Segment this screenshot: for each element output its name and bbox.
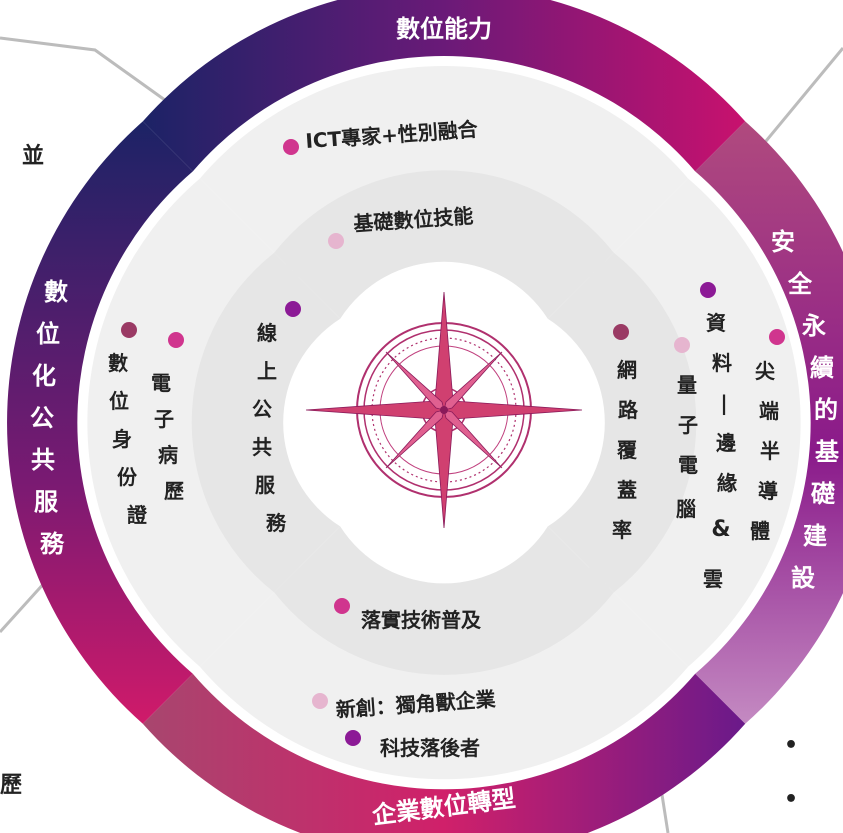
svg-text:歷: 歷 — [164, 479, 184, 503]
edge-bullet-2: • — [784, 787, 798, 812]
ring-label-left: 數 位 化 公 共 服 務 — [30, 278, 68, 558]
svg-text:位: 位 — [109, 389, 129, 413]
inner-ring-left — [191, 252, 341, 593]
svg-text:務: 務 — [40, 530, 65, 558]
svg-text:服: 服 — [255, 473, 276, 497]
dot-purple — [700, 282, 716, 298]
svg-text:病: 病 — [158, 443, 178, 467]
svg-text:雲: 雲 — [703, 567, 723, 591]
svg-text:公: 公 — [30, 404, 54, 432]
svg-text:邊: 邊 — [716, 431, 737, 455]
outer-ring — [7, 0, 843, 833]
svg-text:續: 續 — [810, 354, 834, 382]
svg-text:共: 共 — [252, 435, 272, 459]
svg-text:份: 份 — [117, 465, 138, 489]
svg-text:永: 永 — [802, 312, 826, 340]
edge-text-left-top: 並 — [22, 143, 44, 169]
svg-text:緣: 緣 — [717, 471, 737, 495]
dot-maroon — [121, 322, 137, 338]
outer-ring-top — [142, 0, 746, 172]
svg-text:子: 子 — [154, 407, 174, 431]
svg-text:的: 的 — [814, 396, 838, 424]
svg-text:覆: 覆 — [616, 438, 638, 462]
dot-pink — [769, 329, 785, 345]
svg-text:尖: 尖 — [755, 359, 775, 383]
svg-text:數: 數 — [108, 351, 128, 375]
leader-line-top-left — [0, 36, 191, 120]
svg-text:化: 化 — [32, 362, 56, 390]
svg-text:子: 子 — [678, 413, 698, 437]
svg-text:證: 證 — [127, 503, 148, 527]
middle-left-column-1: 電 子 病 歷 — [151, 332, 184, 503]
middle-right-column-2: 資 料 | 邊 緣 & 雲 — [700, 282, 737, 591]
svg-text:建: 建 — [803, 522, 827, 550]
svg-text:礎: 礎 — [811, 480, 835, 508]
svg-text:蓋: 蓋 — [617, 478, 637, 502]
svg-text:設: 設 — [791, 564, 816, 592]
svg-text:科技落後者: 科技落後者 — [380, 736, 480, 760]
inner-ring-top — [274, 170, 614, 319]
edge-bullet-1: • — [784, 733, 798, 758]
svg-text:&: & — [711, 517, 730, 542]
svg-text:腦: 腦 — [676, 497, 696, 521]
svg-text:資: 資 — [706, 311, 726, 335]
dot-pink — [283, 139, 299, 155]
inner-bottom-item: 落實技術普及 — [334, 598, 482, 632]
compass-rose-icon — [305, 291, 583, 529]
ring-label-top: 數位能力 — [396, 15, 492, 43]
leader-line-top-right — [750, 47, 843, 159]
svg-text:網: 網 — [617, 358, 637, 382]
outer-ring-left — [7, 121, 193, 724]
ring-label-right: 安 全 永 續 的 基 礎 建 設 — [771, 228, 840, 592]
svg-text:上: 上 — [257, 359, 277, 383]
middle-bottom-item-2: 科技落後者 — [345, 730, 480, 760]
dot-maroon — [613, 324, 629, 340]
svg-text:半: 半 — [760, 439, 780, 463]
svg-text:服: 服 — [34, 488, 59, 516]
svg-text:端: 端 — [759, 399, 779, 423]
svg-text:基: 基 — [815, 438, 840, 466]
svg-text:落實技術普及: 落實技術普及 — [361, 608, 482, 632]
svg-text:線: 線 — [257, 321, 277, 345]
middle-left-column-2: 數 位 身 份 證 — [108, 322, 148, 527]
outer-ring-bottom — [142, 673, 746, 833]
svg-text:料: 料 — [712, 351, 732, 375]
dot-light-pink — [312, 693, 328, 709]
svg-text:數: 數 — [44, 278, 68, 306]
svg-text:安: 安 — [771, 228, 795, 256]
middle-right-column-3: 量 子 電 腦 — [674, 337, 698, 521]
svg-text:共: 共 — [31, 446, 55, 474]
inner-ring-bottom — [274, 526, 614, 675]
svg-text:量: 量 — [677, 373, 697, 397]
outer-ring-right — [695, 121, 843, 724]
svg-text:公: 公 — [252, 397, 272, 421]
dot-pink — [168, 332, 184, 348]
dot-light-pink — [328, 233, 344, 249]
svg-text:率: 率 — [612, 518, 632, 542]
edge-text-left-bottom: 歷 — [0, 773, 22, 798]
svg-text:路: 路 — [618, 398, 639, 422]
svg-text:身: 身 — [112, 427, 132, 451]
dot-purple — [345, 730, 361, 746]
svg-text:務: 務 — [266, 511, 287, 535]
svg-text:全: 全 — [787, 270, 813, 298]
svg-text:位: 位 — [36, 320, 60, 348]
inner-right-item: 網 路 覆 蓋 率 — [612, 324, 639, 542]
dot-light-pink — [674, 337, 690, 353]
inner-ring-right — [547, 252, 697, 593]
dot-purple — [285, 301, 301, 317]
inner-left-item: 線 上 公 共 服 務 — [252, 301, 301, 535]
svg-text:電: 電 — [678, 453, 698, 477]
inner-ring — [191, 170, 697, 675]
svg-text:|: | — [720, 391, 727, 415]
dot-pink — [334, 598, 350, 614]
svg-text:體: 體 — [750, 519, 770, 543]
middle-right-column-1: 尖 端 半 導 體 — [750, 329, 785, 543]
svg-text:電: 電 — [151, 371, 171, 395]
svg-text:導: 導 — [758, 479, 778, 503]
